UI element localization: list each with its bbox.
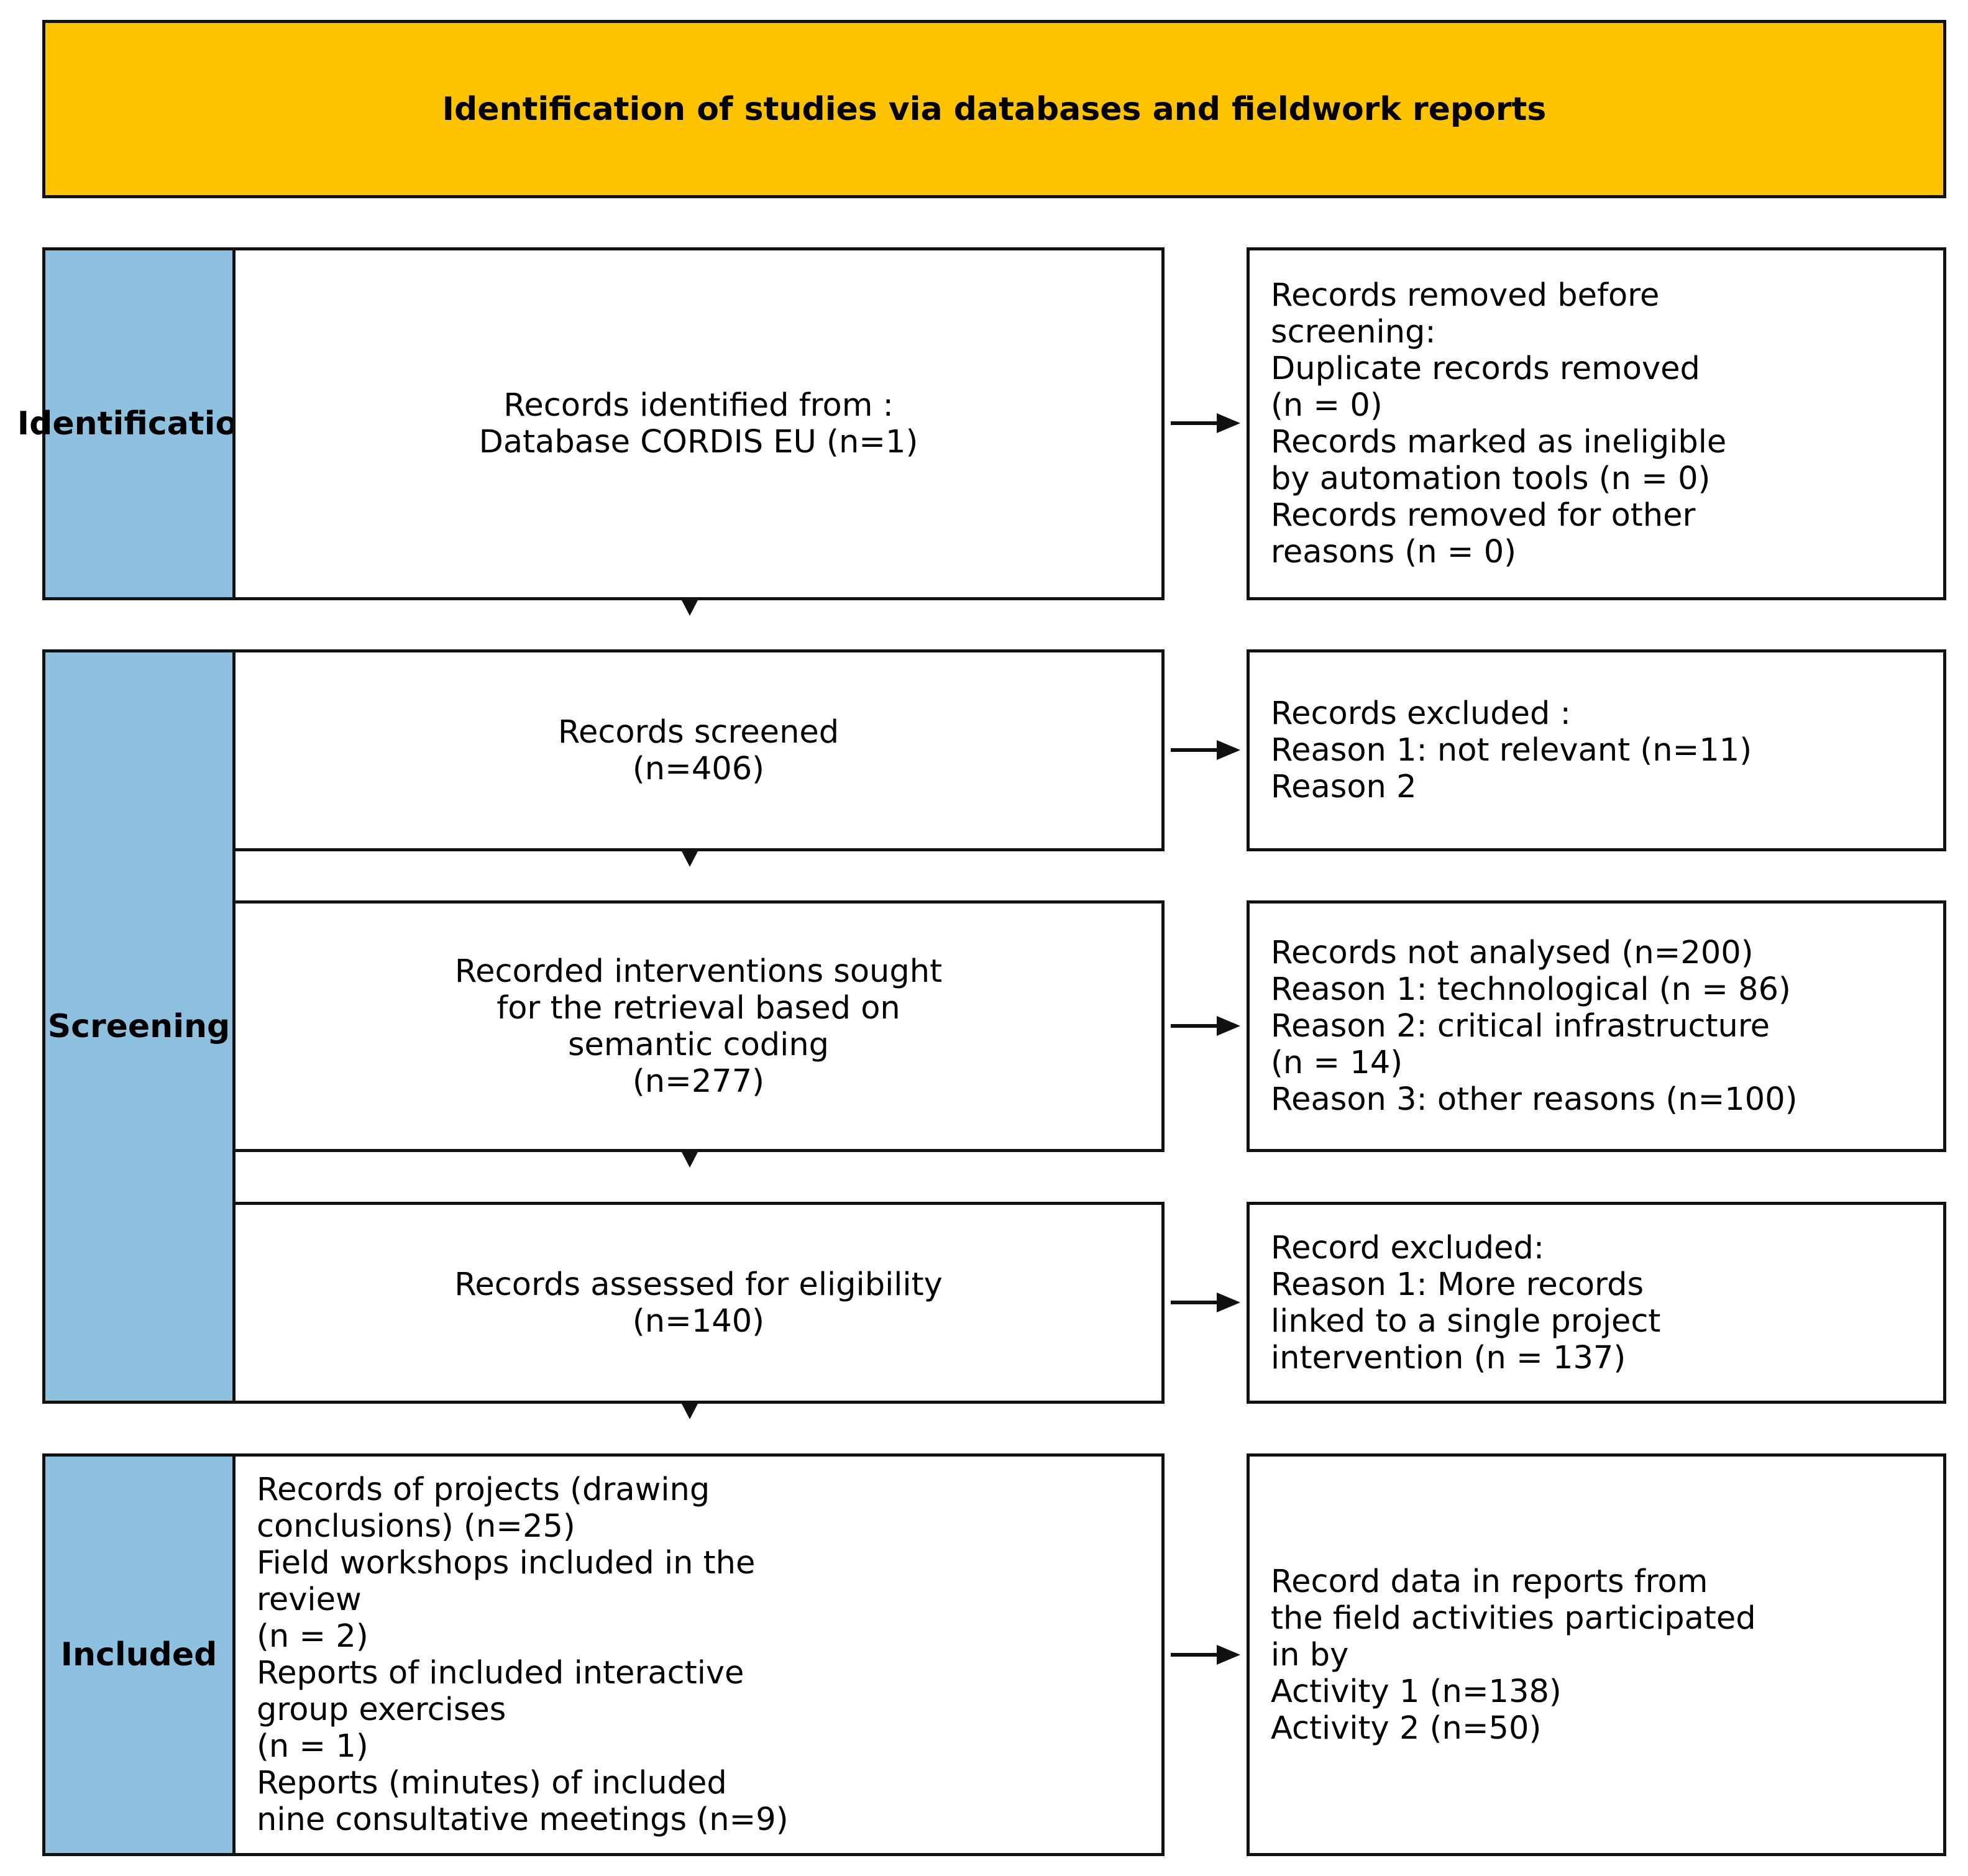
text-line: review <box>257 1581 362 1618</box>
arrow-right-3 <box>1171 1016 1240 1036</box>
text-line: Reports of included interactive <box>257 1655 744 1691</box>
text-line: conclusions) (n=25) <box>257 1508 575 1545</box>
arrow-down-3 <box>681 1151 698 1168</box>
arrow-right-5 <box>1171 1645 1240 1665</box>
text-line: Reason 2 <box>1271 769 1417 805</box>
records-screened-box: Records screened (n=406) <box>232 649 1165 851</box>
text-line: (n = 2) <box>257 1618 368 1655</box>
stage-included-label: Included <box>60 1636 217 1673</box>
text-line: Database CORDIS EU (n=1) <box>478 424 918 460</box>
text-line: linked to a single project <box>1271 1302 1661 1340</box>
records-excluded-box: Records excluded : Reason 1: not relevan… <box>1247 649 1946 851</box>
stage-included: Included <box>42 1453 236 1856</box>
text-line: group exercises <box>257 1691 506 1728</box>
text-line: screening: <box>1271 314 1436 350</box>
stage-screening-label: Screening <box>47 1008 231 1045</box>
text-line: (n = 1) <box>257 1728 368 1765</box>
text-line: Records assessed for eligibility <box>454 1266 943 1303</box>
text-line: Records marked as ineligible <box>1271 424 1727 460</box>
text-line: Records of projects (drawing <box>257 1471 710 1508</box>
text-line: Activity 2 (n=50) <box>1271 1709 1542 1747</box>
text-line: reasons (n = 0) <box>1271 534 1517 570</box>
included-reports-box: Records of projects (drawing conclusions… <box>232 1453 1165 1856</box>
text-line: Record excluded: <box>1271 1229 1545 1266</box>
text-line: Reports (minutes) of included <box>257 1765 727 1801</box>
text-line: Records not analysed (n=200) <box>1271 935 1754 971</box>
records-sought-box: Recorded interventions sought for the re… <box>232 900 1165 1152</box>
text-line: the field activities participated <box>1271 1599 1756 1637</box>
records-identified-box: Records identified from : Database CORDI… <box>232 247 1165 600</box>
arrow-right-4 <box>1171 1293 1240 1312</box>
text-line: Field workshops included in the <box>257 1545 756 1581</box>
text-line: Reason 2: critical infrastructure <box>1271 1008 1770 1045</box>
text-line: semantic coding <box>567 1026 830 1063</box>
text-line: Records identified from : <box>503 387 894 424</box>
text-line: Records removed before <box>1271 277 1660 314</box>
text-line: Records removed for other <box>1271 497 1696 534</box>
arrow-right-2 <box>1171 740 1240 760</box>
header-banner: Identification of studies via databases … <box>42 20 1946 198</box>
record-excluded-box: Record excluded: Reason 1: More records … <box>1247 1202 1946 1404</box>
text-line: Records screened <box>557 713 840 751</box>
header-title: Identification of studies via databases … <box>442 90 1547 128</box>
text-line: in by <box>1271 1636 1349 1673</box>
text-line: Duplicate records removed <box>1271 350 1700 387</box>
text-line: Reason 3: other reasons (n=100) <box>1271 1081 1798 1118</box>
text-line: (n = 0) <box>1271 387 1383 424</box>
text-line: Recorded interventions sought <box>454 953 943 990</box>
records-assessed-box: Records assessed for eligibility (n=140) <box>232 1202 1165 1404</box>
text-line: (n=406) <box>632 750 765 787</box>
text-line: Reason 1: technological (n = 86) <box>1271 971 1791 1008</box>
text-line: Reason 1: More records <box>1271 1266 1644 1303</box>
records-removed-box: Records removed before screening: Duplic… <box>1247 247 1946 600</box>
text-line: nine consultative meetings (n=9) <box>257 1801 789 1838</box>
text-line: Reason 1: not relevant (n=11) <box>1271 732 1752 769</box>
stage-identification-label: Identification <box>17 405 261 442</box>
text-line: (n = 14) <box>1271 1045 1403 1081</box>
text-line: (n=140) <box>632 1302 765 1340</box>
text-line: Records excluded : <box>1271 695 1571 732</box>
stage-identification: Identification <box>17 247 260 600</box>
arrow-right-1 <box>1171 413 1240 433</box>
field-data-box: Record data in reports from the field ac… <box>1247 1453 1946 1856</box>
arrow-down-4 <box>681 1402 698 1419</box>
arrow-down-1 <box>681 599 698 616</box>
text-line: Activity 1 (n=138) <box>1271 1673 1562 1710</box>
stage-screening: Screening <box>42 649 236 1404</box>
text-line: by automation tools (n = 0) <box>1271 460 1711 497</box>
text-line: (n=277) <box>632 1063 765 1100</box>
records-not-analysed-box: Records not analysed (n=200) Reason 1: t… <box>1247 900 1946 1152</box>
text-line: intervention (n = 137) <box>1271 1339 1626 1376</box>
text-line: for the retrieval based on <box>497 989 900 1027</box>
arrow-down-2 <box>681 850 698 867</box>
text-line: Record data in reports from <box>1271 1563 1708 1600</box>
